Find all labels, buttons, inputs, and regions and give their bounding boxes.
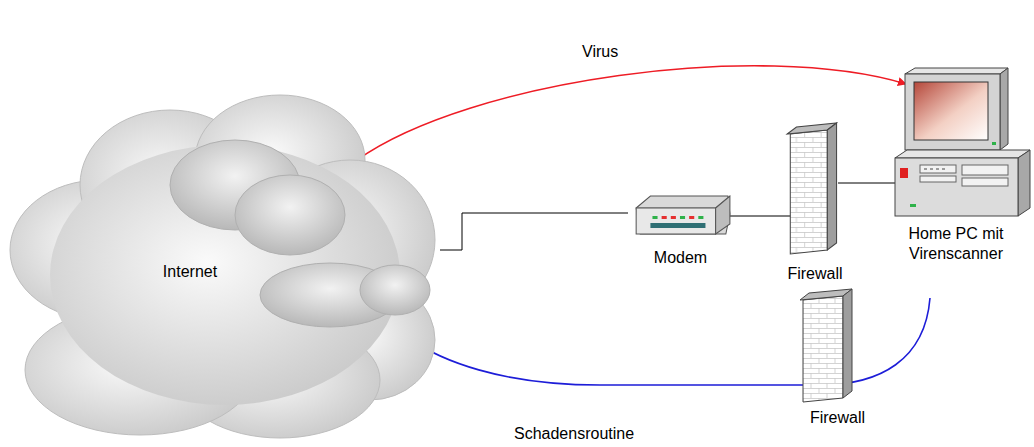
firewall-wall: Firewall — [795, 288, 880, 430]
firewall-label: Firewall — [780, 264, 850, 284]
arrow-label: Virus — [580, 42, 620, 62]
home-pc: Home PC mit Virenscanner — [880, 68, 1032, 298]
firewall-wall-art — [795, 288, 880, 430]
cable-line — [730, 216, 791, 217]
pc-label: Home PC mit Virenscanner — [902, 224, 1010, 264]
cloud-label: Internet — [120, 262, 260, 282]
internet-cloud-art — [10, 90, 440, 440]
cable-line — [440, 213, 628, 250]
home-pc-art — [880, 68, 1032, 298]
firewall-wall-art — [780, 122, 852, 287]
internet-cloud: Internet — [10, 90, 440, 440]
firewall-wall: Firewall — [780, 122, 852, 287]
arrow-label: Schadensroutine — [512, 424, 636, 444]
firewall-label: Firewall — [800, 408, 875, 428]
modem-device: Modem — [628, 190, 735, 272]
device-label: Modem — [628, 248, 733, 268]
cable-line — [838, 183, 895, 184]
